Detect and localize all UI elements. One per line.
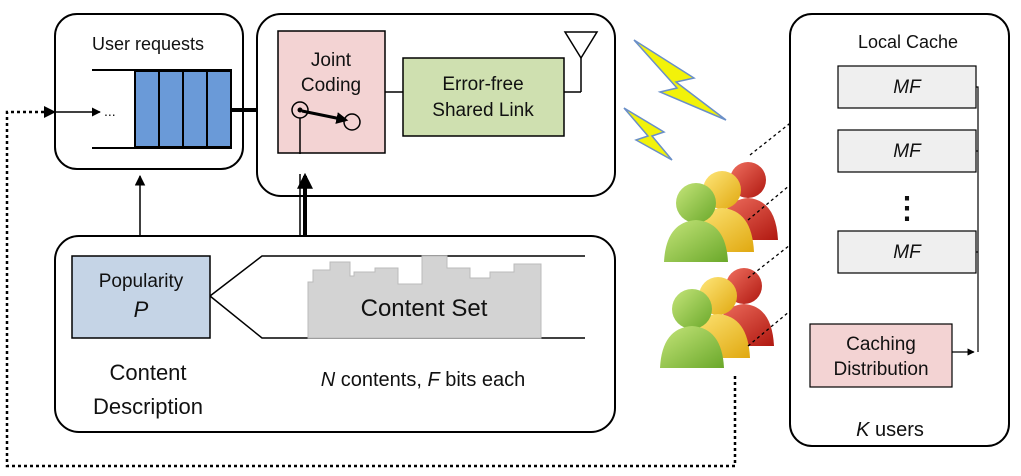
switch-arrow (301, 109, 349, 124)
content-description-line1: Content (109, 360, 186, 385)
caching-distribution-line2: Distribution (833, 359, 928, 380)
content-description-line2: Description (93, 394, 203, 419)
caching-distribution-box (809, 323, 953, 388)
server-block: Joint Coding Error-free Shared Link (256, 13, 616, 197)
mf-cache: MF (837, 230, 977, 274)
svg-text:MF: MF (893, 242, 922, 263)
popularity-box (71, 255, 211, 339)
antenna-icon (563, 31, 599, 93)
cache-bus-line (976, 86, 979, 352)
joint-coding-line1: Joint (311, 50, 352, 71)
caching-distribution-line1: Caching (846, 334, 916, 355)
lightning-icon (623, 107, 673, 161)
popularity-label: Popularity (99, 271, 184, 292)
content-set-histogram (307, 255, 542, 339)
content-count-caption: N contents, F bits each (321, 369, 526, 391)
shared-link-line2: Shared Link (432, 100, 534, 121)
feedback-arrowhead (44, 106, 56, 118)
k-users-label: K users (856, 419, 924, 441)
content-description-block: Popularity P Content Set Content Descrip… (54, 235, 616, 433)
joint-coding-line2: Coding (301, 75, 361, 96)
user-requests-block: User requests ... (54, 13, 244, 170)
lightning-icon (633, 39, 727, 121)
popularity-symbol: P (134, 297, 149, 322)
content-set-label: Content Set (361, 295, 488, 322)
vertical-ellipsis: ⋮ (892, 192, 922, 225)
feedback-path (5, 110, 737, 468)
shared-link-box (402, 57, 565, 137)
shared-link-line1: Error-free (442, 74, 523, 95)
svg-text:MF: MF (893, 77, 922, 98)
svg-text:MF: MF (893, 141, 922, 162)
user-requests-title: User requests (92, 34, 204, 54)
local-cache-block: Local Cache MF MF ⋮ MF Caching Distribut… (789, 13, 1010, 447)
user-group-icon (664, 162, 778, 262)
content-set-outline-top (209, 255, 585, 297)
request-queue (134, 70, 232, 148)
queue-dots: ... (104, 103, 116, 119)
user-group-icon (660, 268, 774, 368)
local-cache-title: Local Cache (858, 32, 958, 52)
mf-cache: MF (837, 129, 977, 173)
mf-cache: MF (837, 65, 977, 109)
